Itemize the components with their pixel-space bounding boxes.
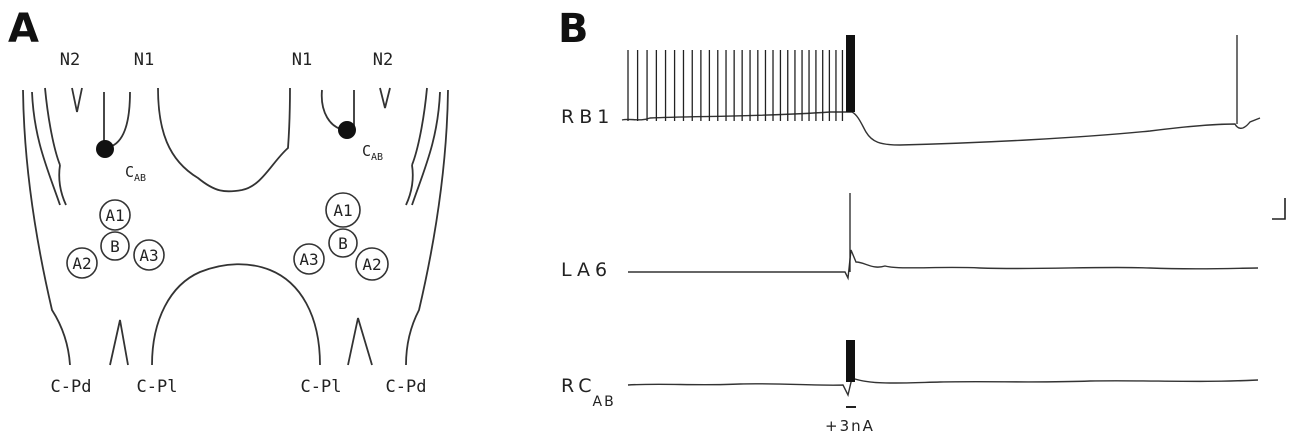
scale-bar <box>1272 198 1285 219</box>
nerve-label-n1-left: N1 <box>134 50 154 70</box>
trace-rb1-burst <box>846 35 855 112</box>
neuron-a1-left-label: A1 <box>105 206 124 225</box>
notch-bottom-right <box>348 318 372 365</box>
trace-rcab-burst <box>846 340 855 382</box>
neuron-a1-right-label: A1 <box>333 201 352 220</box>
nerve-label-n2-left: N2 <box>60 50 80 70</box>
trace-la6 <box>628 193 1258 278</box>
ganglion-outline-left <box>23 90 70 365</box>
neuron-a3-right-label: A3 <box>299 250 318 269</box>
neuron-cluster-left: A1 B A2 A3 <box>67 200 164 278</box>
nerve-label-n1-right: N1 <box>292 50 312 70</box>
central-top-u <box>158 88 290 191</box>
panel-a-label: A <box>8 6 39 52</box>
connective-label-cpd-left: C-Pd <box>51 377 92 397</box>
connective-label-cpl-left: C-Pl <box>137 377 178 397</box>
central-bottom-arch <box>152 264 320 365</box>
neuron-cluster-right: A1 B A3 A2 <box>294 193 388 280</box>
right-branch-inner <box>406 165 413 205</box>
nerve-label-n2-right: N2 <box>373 50 393 70</box>
cab-label-left: CAB <box>125 163 146 184</box>
trace-rb1-spikes <box>628 50 842 121</box>
left-branch-2 <box>45 88 60 165</box>
left-branch-1 <box>32 92 60 205</box>
right-branch-1 <box>412 92 440 205</box>
neuron-a3-left-label: A3 <box>139 246 158 265</box>
trace-label-la6: LA6 <box>561 259 612 281</box>
ganglion-outline-right <box>406 90 448 365</box>
notch-bottom-left <box>110 320 128 365</box>
trace-la6-baseline <box>628 250 1258 278</box>
n2-notch-right <box>380 88 390 108</box>
neuron-a2-left-label: A2 <box>72 254 91 273</box>
trace-label-rb1: RB1 <box>561 106 614 128</box>
connective-label-cpl-right: C-Pl <box>301 377 342 397</box>
connective-label-cpd-right: C-Pd <box>386 377 427 397</box>
left-branch-inner <box>59 165 66 205</box>
n2-notch-left <box>72 88 82 112</box>
trace-rcab-baseline <box>628 378 1258 395</box>
ganglion-diagram: CAB CAB A1 B A2 A3 A1 B A3 A2 N2 <box>23 50 448 397</box>
cab-cell-left <box>96 140 114 158</box>
trace-rb1 <box>622 35 1260 145</box>
n1-left-nerve <box>104 92 130 146</box>
trace-rcab <box>628 340 1258 395</box>
stimulus-label: +3nA <box>825 417 875 435</box>
cab-label-right: CAB <box>362 142 383 163</box>
neuron-a2-right-label: A2 <box>362 255 381 274</box>
cab-cell-right <box>338 121 356 139</box>
neuron-b-right-label: B <box>338 234 348 253</box>
panel-b-label: B <box>558 6 589 52</box>
neuron-b-left-label: B <box>110 237 120 256</box>
right-branch-2 <box>412 88 427 165</box>
